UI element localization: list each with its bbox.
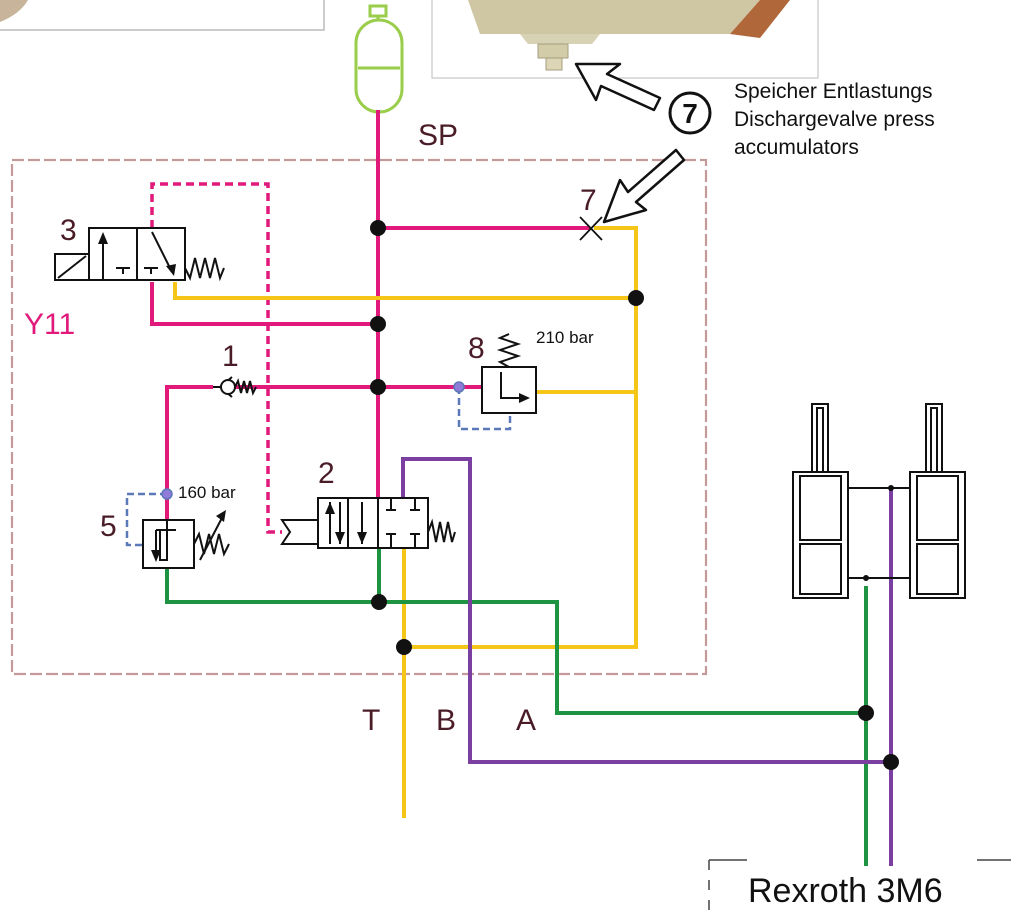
note-line-1: Speicher Entlastungs (734, 80, 932, 103)
label-port-a: A (516, 704, 536, 737)
label-pressure-5: 160 bar (178, 483, 236, 502)
footer-frame (708, 859, 1011, 917)
pilot-node-8 (453, 381, 465, 393)
junction-dots (370, 220, 899, 770)
footer-label: Rexroth 3M6 (748, 872, 943, 910)
callout-circle (668, 91, 712, 135)
callout-number: 7 (682, 98, 698, 129)
note-line-2: Dischargevalve press (734, 108, 935, 131)
pilot-lines-blue (125, 387, 512, 547)
solenoid-valve-3 (54, 227, 225, 282)
orifice-7-symbol (579, 216, 603, 241)
pilot-valve-2 (280, 497, 456, 549)
tank-lines (173, 226, 638, 818)
pilot-node-5 (161, 488, 173, 500)
cyl-node-a (863, 575, 869, 581)
line-a (165, 548, 870, 866)
pilot-line-3 (150, 182, 282, 534)
label-y11: Y11 (24, 308, 75, 341)
photo-fragment-left (0, 0, 325, 31)
label-component-7: 7 (580, 184, 597, 217)
label-sp: SP (418, 119, 458, 152)
label-component-3: 3 (60, 214, 77, 247)
label-component-5: 5 (100, 510, 117, 543)
callout-arrows (574, 62, 686, 224)
label-component-2: 2 (318, 457, 335, 490)
clamping-cylinders (792, 403, 966, 599)
valve-block-border (10, 158, 708, 676)
note-line-3: accumulators (734, 136, 859, 159)
relief-valve-5 (142, 510, 230, 569)
pressure-lines (150, 110, 590, 520)
label-component-8: 8 (468, 332, 485, 365)
cyl-node-b (888, 485, 894, 491)
relief-valve-8 (481, 333, 537, 414)
accumulator-symbol (354, 4, 404, 114)
label-port-b: B (436, 704, 456, 737)
photo-valve-block (431, 0, 819, 79)
label-pressure-8: 210 bar (536, 328, 594, 347)
check-valve-1 (213, 376, 257, 398)
line-b (401, 457, 895, 866)
label-port-t: T (362, 704, 380, 737)
label-component-1: 1 (222, 340, 239, 373)
